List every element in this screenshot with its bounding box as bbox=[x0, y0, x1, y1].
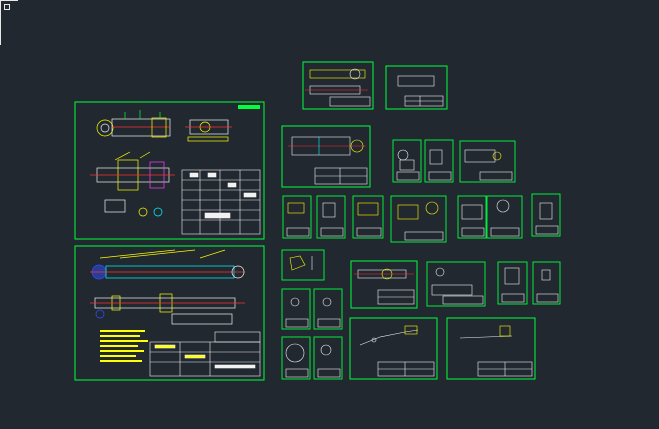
detail-sheet[interactable] bbox=[282, 195, 312, 239]
bracket-detail-drawing bbox=[185, 119, 232, 142]
weld-drawing bbox=[459, 325, 533, 377]
detail-sheet[interactable] bbox=[316, 195, 346, 239]
detail-sheet[interactable] bbox=[531, 193, 561, 237]
detail-sheet[interactable] bbox=[459, 140, 516, 183]
small-detail-sheets[interactable] bbox=[281, 139, 561, 380]
welding-sheet-a[interactable] bbox=[349, 317, 438, 380]
ucs-origin-tick bbox=[4, 4, 10, 10]
detail-sheet[interactable] bbox=[313, 288, 343, 330]
assembly-title-block bbox=[149, 331, 261, 377]
detail-sheet[interactable] bbox=[281, 288, 311, 330]
cylinder-section-view bbox=[90, 293, 245, 325]
sheet-border bbox=[350, 260, 418, 309]
part-drawing bbox=[397, 75, 444, 107]
detail-sheet[interactable] bbox=[486, 195, 523, 239]
weld-drawing bbox=[359, 325, 435, 377]
sheet-border bbox=[281, 125, 371, 188]
detail-sheet[interactable] bbox=[313, 336, 343, 380]
detail-sheet[interactable] bbox=[281, 249, 325, 281]
bom-table bbox=[181, 169, 261, 235]
sheet-border bbox=[385, 65, 448, 110]
barrel-drawing bbox=[288, 136, 368, 185]
detail-sheet[interactable] bbox=[532, 261, 561, 305]
cylinder-section-drawing bbox=[90, 151, 175, 217]
piston-rod-sheet[interactable] bbox=[350, 260, 418, 309]
detail-sheet[interactable] bbox=[426, 261, 486, 307]
cylinder-top-view bbox=[90, 249, 245, 280]
cylinder-barrel-sheet[interactable] bbox=[281, 125, 371, 188]
title-note-strip bbox=[238, 105, 260, 109]
detail-sheet[interactable] bbox=[497, 261, 528, 305]
sheet-border bbox=[74, 101, 265, 240]
arm-detail-drawing bbox=[96, 110, 171, 138]
top-right-sheet-b[interactable] bbox=[385, 65, 448, 110]
detail-sheet[interactable] bbox=[424, 139, 454, 183]
sheet-border bbox=[74, 245, 265, 381]
main-assembly-sheet[interactable] bbox=[74, 101, 265, 240]
detail-sheet[interactable] bbox=[281, 336, 311, 380]
welding-sheet-b[interactable] bbox=[446, 317, 536, 380]
part-drawing bbox=[305, 68, 371, 107]
sheet-border bbox=[446, 317, 536, 380]
top-right-sheet-a[interactable] bbox=[302, 61, 374, 110]
small-sheet-contents bbox=[285, 149, 559, 378]
hydraulic-cylinder-assembly-sheet[interactable] bbox=[74, 245, 265, 381]
detail-sheet[interactable] bbox=[352, 195, 384, 239]
technical-notes-block bbox=[100, 330, 148, 362]
detail-sheet[interactable] bbox=[390, 195, 447, 243]
detail-sheet[interactable] bbox=[457, 195, 487, 239]
sheet-border bbox=[302, 61, 374, 110]
detail-sheet[interactable] bbox=[392, 139, 422, 183]
rod-drawing bbox=[354, 268, 415, 305]
sheet-border bbox=[349, 317, 438, 380]
ucs-corner-mark bbox=[0, 0, 18, 45]
